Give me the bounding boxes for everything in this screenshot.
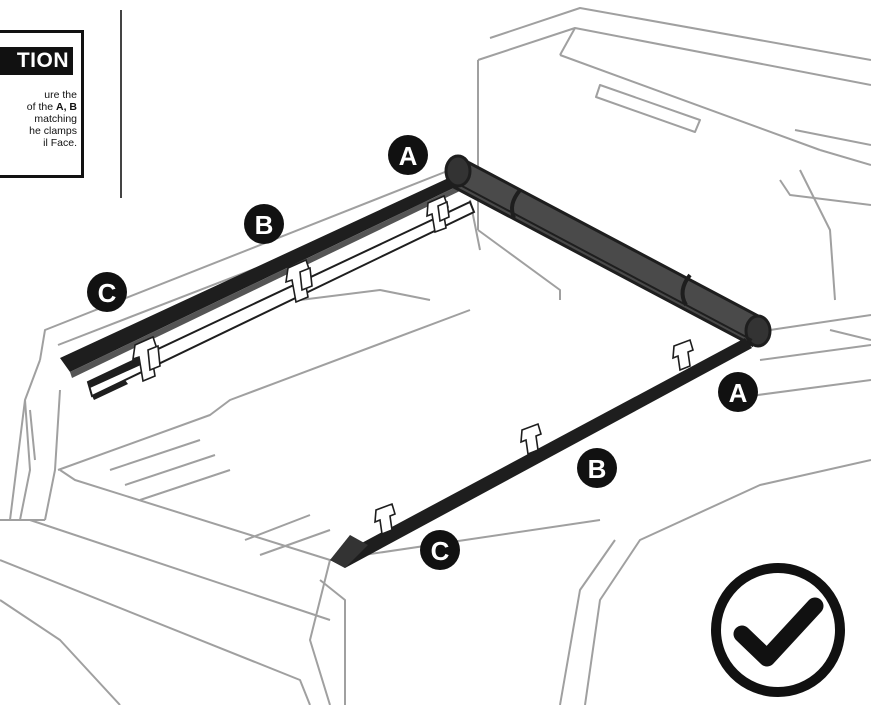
svg-text:C: C <box>98 278 117 308</box>
callout-front-c: C <box>420 530 460 570</box>
truck-outline <box>0 7 871 706</box>
svg-text:A: A <box>399 141 418 171</box>
callout-rear-c: C <box>87 272 127 312</box>
front-rail <box>330 338 752 568</box>
roll-strap-1 <box>510 188 522 219</box>
callout-front-b: B <box>577 448 617 488</box>
callout-front-a: A <box>718 372 758 412</box>
svg-text:B: B <box>255 210 274 240</box>
front-rail-assembly <box>330 338 752 568</box>
callout-rear-a: A <box>388 135 428 175</box>
roll-end-cap-left <box>444 154 472 188</box>
rear-rail-assembly <box>60 175 476 400</box>
rear-inner-rail <box>86 200 476 398</box>
svg-text:A: A <box>729 378 748 408</box>
checkmark-circle-icon <box>711 563 845 697</box>
front-clamp-1 <box>374 502 396 536</box>
svg-text:B: B <box>588 454 607 484</box>
callout-rear-b: B <box>244 204 284 244</box>
rolled-cover <box>444 154 772 348</box>
rear-clamps <box>132 194 450 383</box>
svg-text:C: C <box>431 536 450 566</box>
roll-end-cap-right <box>744 314 772 348</box>
front-clamp-2 <box>520 422 542 456</box>
caution-notice: TION ure the of the A, B matching he cla… <box>0 30 84 178</box>
front-clamps <box>374 338 694 536</box>
caution-text: ure the of the A, B matching he clamps i… <box>26 89 77 149</box>
roll-strap-2 <box>680 273 692 307</box>
rear-outer-rail <box>60 175 462 372</box>
front-clamp-3 <box>672 338 694 372</box>
caution-title: TION <box>0 47 73 75</box>
